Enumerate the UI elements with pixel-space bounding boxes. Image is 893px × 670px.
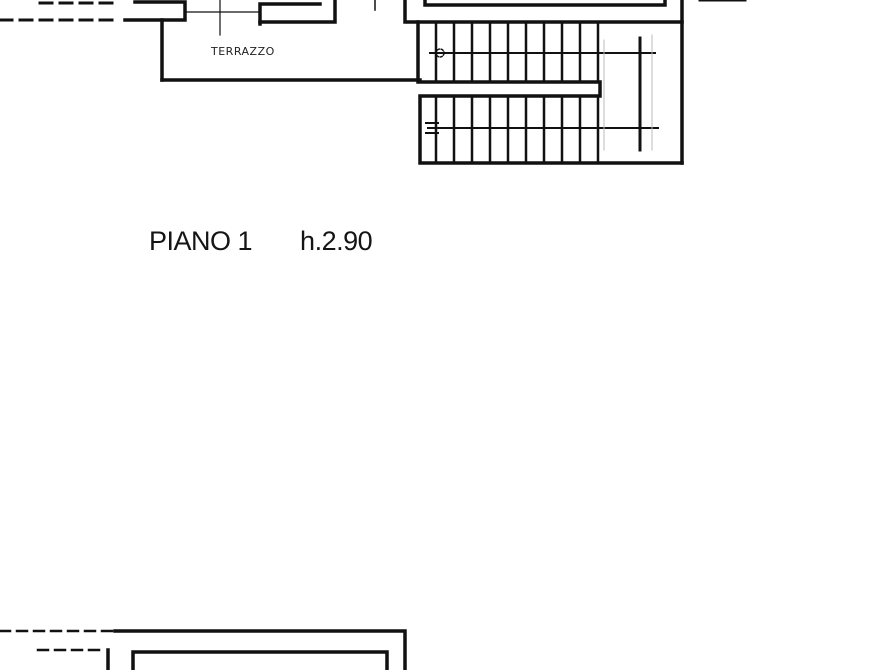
stair-treads-upper — [434, 20, 600, 82]
wall-bottom — [106, 629, 407, 670]
stair-enclosure — [403, 0, 747, 165]
floor-title: PIANO 1 h.2.90 — [149, 226, 373, 257]
floor-label: PIANO 1 — [149, 226, 253, 256]
dashed-boundary-top — [0, 1, 122, 22]
dashed-boundary-bottom — [0, 629, 117, 652]
door-opening — [184, 0, 261, 36]
guide-lines — [603, 34, 653, 151]
ceiling-height-label: h.2.90 — [300, 226, 373, 256]
stair-treads-lower — [434, 94, 600, 165]
stair-direction-arrows — [425, 36, 659, 152]
room-label-terrazzo: TERRAZZO — [211, 45, 275, 58]
wall-top-middle — [258, 0, 376, 26]
wall-top-left — [123, 0, 422, 82]
